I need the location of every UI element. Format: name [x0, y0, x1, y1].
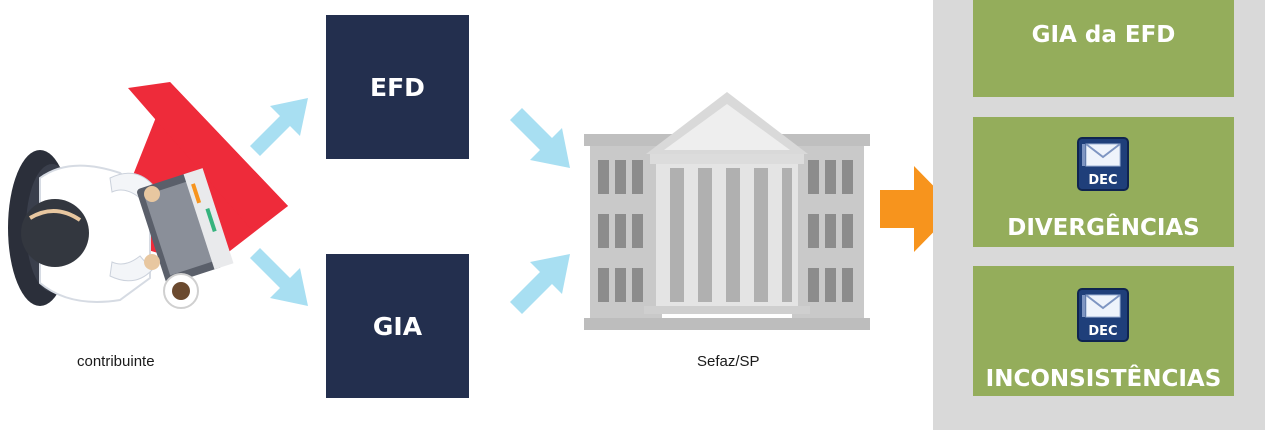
- divergencias-label: DIVERGÊNCIAS: [1007, 215, 1200, 241]
- sefaz-label: Sefaz/SP: [697, 353, 760, 370]
- arrow-to-gia-icon: [250, 248, 308, 306]
- gia-box: GIA: [326, 254, 469, 398]
- efd-label: EFD: [370, 72, 425, 102]
- gia-efd-label: GIA da EFD: [1031, 22, 1176, 48]
- arrow-efd-to-sefaz-icon: [510, 108, 570, 168]
- gia-efd-card: GIA da EFD: [973, 0, 1234, 97]
- arrow-gia-to-sefaz-icon: [510, 254, 570, 314]
- divergencias-icon-text: DEC: [1088, 173, 1117, 188]
- outputs-panel: GIA da EFD DEC DIVERGÊNCIAS DEC INCONSIS…: [933, 0, 1265, 430]
- arrow-to-efd-icon: [250, 98, 308, 156]
- gia-label: GIA: [372, 311, 423, 341]
- dec-mail-icon: DEC: [1077, 288, 1129, 342]
- efd-box: EFD: [326, 15, 469, 159]
- person-at-laptop-icon: [8, 82, 288, 309]
- government-building-icon: [584, 92, 870, 330]
- inconsistencias-card: DEC INCONSISTÊNCIAS: [973, 266, 1234, 396]
- inconsistencias-icon-text: DEC: [1088, 324, 1117, 339]
- taxpayer-label: contribuinte: [77, 353, 155, 370]
- divergencias-card: DEC DIVERGÊNCIAS: [973, 117, 1234, 247]
- inconsistencias-label: INCONSISTÊNCIAS: [985, 366, 1222, 392]
- dec-mail-icon: DEC: [1077, 137, 1129, 191]
- arrow-to-outputs-icon: [880, 166, 956, 252]
